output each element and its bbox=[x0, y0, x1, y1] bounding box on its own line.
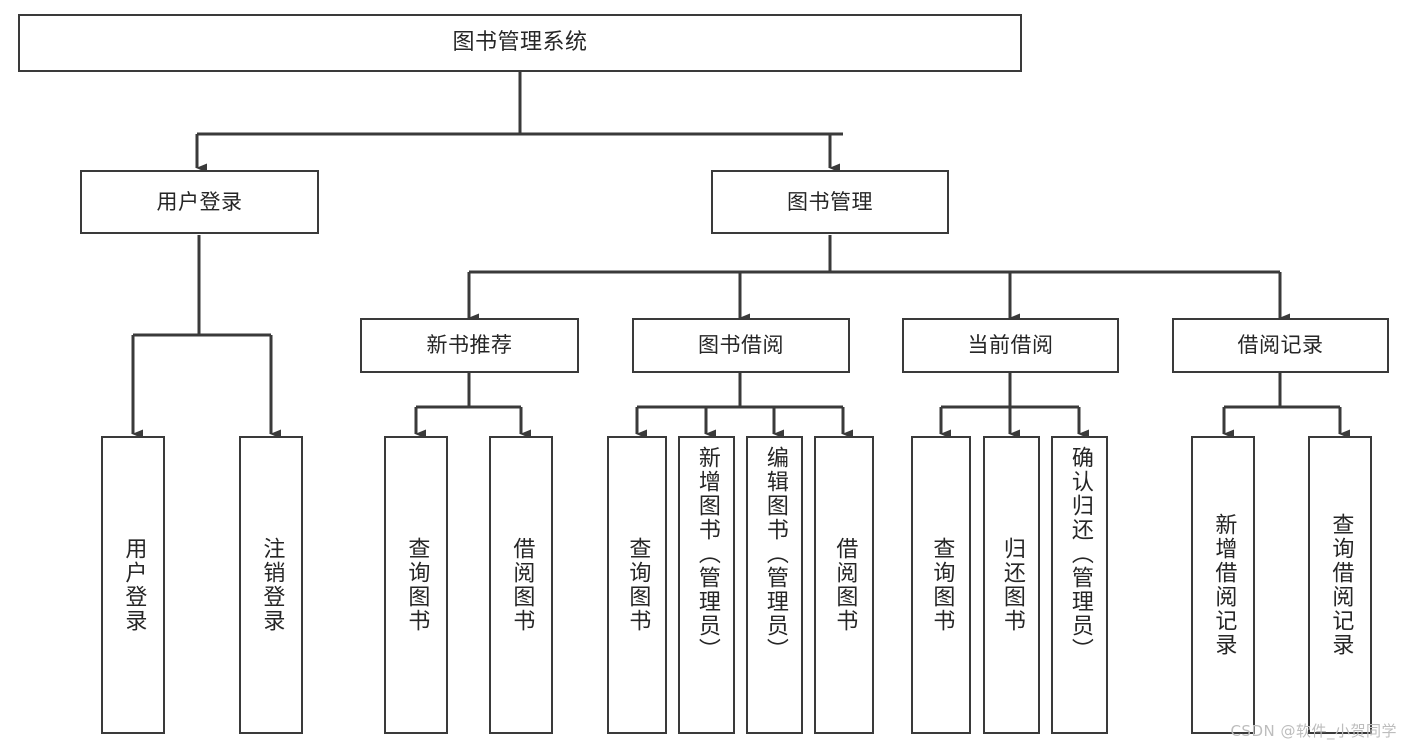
node-label: 借阅图书 bbox=[509, 537, 535, 633]
node-label: 新增借阅记录 bbox=[1211, 513, 1237, 657]
node-label: 查询图书 bbox=[404, 537, 430, 633]
node-leaf-new-book-borrow[interactable]: 借阅图书 bbox=[489, 436, 553, 734]
node-leaf-borrow-borrow-book[interactable]: 借阅图书 bbox=[814, 436, 874, 734]
node-label: 借阅图书 bbox=[832, 537, 858, 633]
node-label: 新书推荐 bbox=[426, 333, 513, 358]
node-label: 查询图书 bbox=[929, 537, 955, 633]
node-label: 用户登录 bbox=[156, 189, 243, 214]
node-leaf-user-logout[interactable]: 注销登录 bbox=[239, 436, 303, 734]
node-branch-user-login[interactable]: 用户登录 bbox=[80, 170, 319, 234]
node-leaf-borrow-add-book-admin[interactable]: 新增图书（管理员） bbox=[678, 436, 735, 734]
node-label: 编辑图书（管理员） bbox=[762, 446, 788, 662]
node-label: 查询图书 bbox=[625, 537, 651, 633]
node-leaf-current-query-book[interactable]: 查询图书 bbox=[911, 436, 971, 734]
node-label: 借阅记录 bbox=[1237, 333, 1324, 358]
node-label: 查询借阅记录 bbox=[1328, 513, 1354, 657]
csdn-watermark: CSDN @软件_小贺同学 bbox=[1230, 722, 1397, 740]
node-leaf-borrow-query-book[interactable]: 查询图书 bbox=[607, 436, 667, 734]
node-label: 用户登录 bbox=[121, 537, 147, 633]
node-label: 确认归还（管理员） bbox=[1067, 446, 1093, 662]
node-leaf-record-query[interactable]: 查询借阅记录 bbox=[1308, 436, 1372, 734]
node-label: 新增图书（管理员） bbox=[694, 446, 720, 662]
node-label: 当前借阅 bbox=[967, 333, 1054, 358]
node-group-current-borrow[interactable]: 当前借阅 bbox=[902, 318, 1119, 373]
node-group-new-book-recommend[interactable]: 新书推荐 bbox=[360, 318, 579, 373]
node-label: 归还图书 bbox=[999, 537, 1025, 633]
node-group-book-borrow[interactable]: 图书借阅 bbox=[632, 318, 850, 373]
node-label: 图书管理系统 bbox=[452, 29, 588, 55]
node-leaf-current-return-book[interactable]: 归还图书 bbox=[983, 436, 1040, 734]
node-branch-book-management[interactable]: 图书管理 bbox=[711, 170, 949, 234]
node-leaf-user-login[interactable]: 用户登录 bbox=[101, 436, 165, 734]
node-group-borrow-record[interactable]: 借阅记录 bbox=[1172, 318, 1389, 373]
node-root-book-management-system[interactable]: 图书管理系统 bbox=[18, 14, 1022, 72]
node-label: 注销登录 bbox=[259, 537, 285, 633]
node-leaf-record-add[interactable]: 新增借阅记录 bbox=[1191, 436, 1255, 734]
node-label: 图书管理 bbox=[787, 189, 873, 214]
node-leaf-current-confirm-return-admin[interactable]: 确认归还（管理员） bbox=[1051, 436, 1108, 734]
node-leaf-borrow-edit-book-admin[interactable]: 编辑图书（管理员） bbox=[746, 436, 803, 734]
node-label: 图书借阅 bbox=[698, 333, 784, 358]
node-leaf-new-book-query[interactable]: 查询图书 bbox=[384, 436, 448, 734]
